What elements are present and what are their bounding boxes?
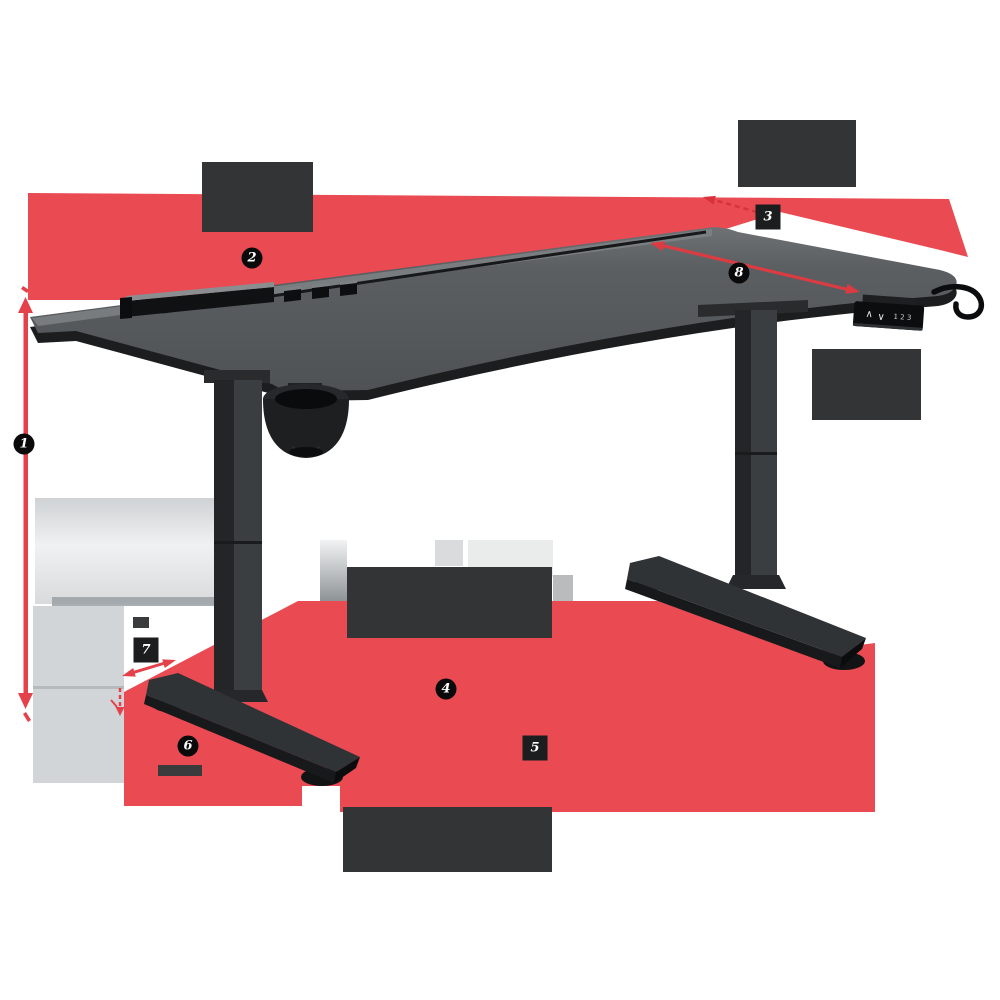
edge-clips-icon: [284, 280, 357, 302]
label-box-top-right: [738, 120, 856, 187]
panel-down-icon: ∨: [877, 312, 885, 323]
headphone-hook-icon: [931, 283, 985, 320]
callout-3: 3: [755, 204, 781, 230]
callout-7: 7: [133, 637, 159, 663]
label-box-middle: [347, 567, 552, 638]
dimension-arrow-1-height: [18, 286, 33, 722]
dimension-arrow-7-foot: [110, 659, 176, 716]
left-foot: [144, 673, 360, 786]
right-foot: [625, 556, 866, 670]
left-leg: [204, 370, 270, 702]
callout-4: 4: [435, 678, 457, 700]
panel-up-icon: ∧: [865, 309, 873, 320]
dimension-arrow-8-depth: [650, 241, 860, 294]
label-bar-6: [158, 765, 202, 776]
label-box-right: [812, 349, 921, 420]
label-boxes: [133, 120, 921, 872]
dimension-arrow-3-thickness: [703, 195, 758, 214]
callout-1: 1: [13, 433, 35, 455]
control-panel: ∧ ∨ 1 2 3: [852, 294, 925, 331]
panel-preset-icons: 1 2 3: [893, 313, 911, 322]
label-box-top-left: [202, 162, 313, 232]
right-leg: [698, 300, 808, 589]
label-box-bottom: [343, 807, 552, 872]
callout-6: 6: [177, 735, 199, 757]
callout-8: 8: [728, 262, 750, 284]
callout-2: 2: [241, 247, 263, 269]
callout-5: 5: [522, 735, 548, 761]
label-bar-7: [133, 617, 149, 628]
cup-holder-icon: [263, 383, 349, 458]
cable-rail: [120, 282, 274, 319]
desktop-surface: [30, 227, 957, 392]
